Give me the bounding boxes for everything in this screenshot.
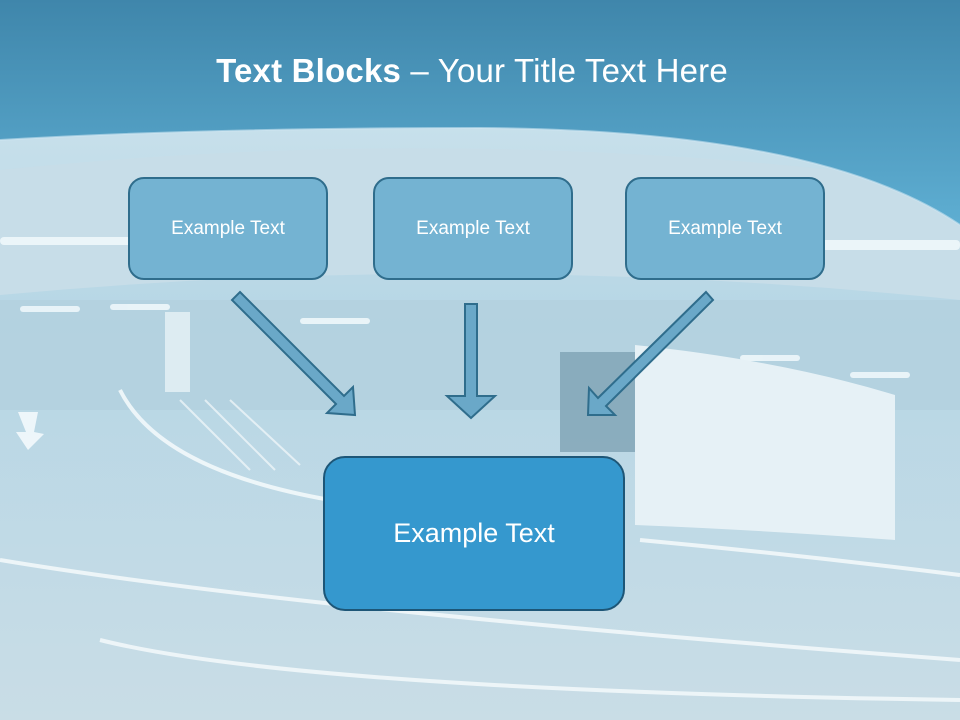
title-separator: –: [401, 52, 438, 89]
text-block-2[interactable]: Example Text: [373, 177, 573, 280]
text-block-main-label: Example Text: [393, 518, 555, 548]
text-block-1-label: Example Text: [171, 217, 285, 239]
title-bold: Text Blocks: [216, 52, 402, 89]
slide-title: Text Blocks – Your Title Text Here: [0, 52, 944, 90]
arrow-center: [444, 303, 498, 420]
text-block-1[interactable]: Example Text: [128, 177, 328, 280]
title-rest: Your Title Text Here: [437, 52, 728, 89]
arrow-left: [230, 290, 357, 417]
text-block-3-label: Example Text: [668, 217, 782, 239]
text-block-main[interactable]: Example Text: [323, 456, 625, 611]
text-block-3[interactable]: Example Text: [625, 177, 825, 280]
text-block-2-label: Example Text: [416, 217, 530, 239]
arrow-right: [586, 290, 715, 416]
